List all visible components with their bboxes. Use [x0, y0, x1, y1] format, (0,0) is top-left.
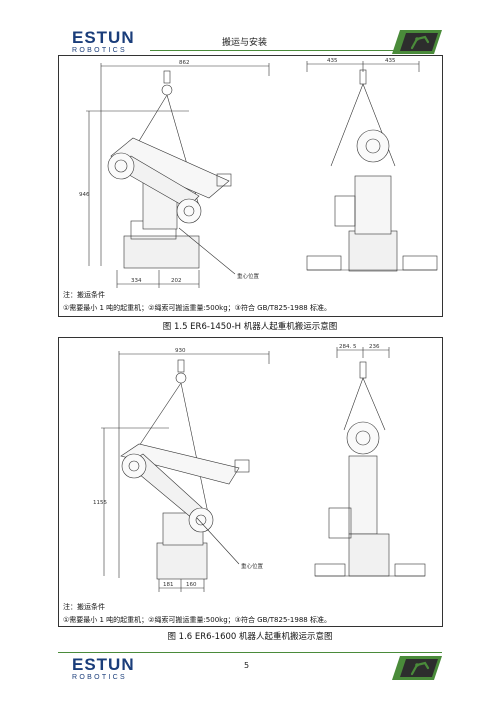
footer-logo: ESTUN ROBOTICS [72, 655, 142, 682]
robot-arm-icon [392, 656, 442, 680]
fig2-dim-height: 1155 [93, 500, 107, 506]
figure2-caption: 图 1.6 ER6-1600 机器人起重机搬运示意图 [167, 632, 333, 642]
figure2-panel: 930 1155 181 160 284. 5 236 重心位置 注：搬运条件 … [58, 337, 443, 627]
fig1-dim-base-right: 202 [171, 278, 182, 284]
fig2-dim-base-right: 160 [186, 582, 197, 588]
fig2-note-title: 注：搬运条件 [63, 603, 105, 611]
figure1-panel: 862 946 334 202 435 435 重心位置 注：搬运条件 ①需要最… [58, 55, 443, 317]
fig2-dim-side-left: 284. 5 [339, 344, 357, 350]
logo-subtitle: ROBOTICS [72, 47, 127, 54]
fig1-cog-label: 重心位置 [237, 272, 260, 280]
fig1-dim-height: 946 [79, 192, 90, 198]
footer-divider [58, 652, 442, 653]
fig2-note-text: ①需要最小 1 吨的起重机；②绳索可搬运重量:500kg；③符合 GB/T825… [63, 616, 331, 624]
fig1-dim-base-left: 334 [131, 278, 142, 284]
fig1-note-title: 注：搬运条件 [63, 291, 105, 299]
robot-arm-icon [392, 30, 442, 54]
fig1-dim-width: 862 [179, 60, 190, 66]
figure1-caption: 图 1.5 ER6-1450-H 机器人起重机搬运示意图 [162, 322, 338, 332]
fig2-dim-width: 930 [175, 348, 186, 354]
header-divider [150, 50, 396, 51]
figure1-drawing: 862 946 334 202 435 435 重心位置 [79, 58, 438, 288]
page-number: 5 [244, 661, 250, 670]
fig2-dim-base-left: 181 [163, 582, 174, 588]
logo-wordmark: ESTUN [72, 28, 135, 47]
fig1-dim-side-left: 435 [327, 58, 338, 64]
fig2-dim-side-right: 236 [369, 344, 380, 350]
fig2-cog-label: 重心位置 [241, 562, 264, 570]
logo-subtitle: ROBOTICS [72, 674, 127, 681]
header-logo: ESTUN ROBOTICS [72, 28, 142, 55]
logo-wordmark: ESTUN [72, 655, 135, 674]
figure2-drawing: 930 1155 181 160 284. 5 236 重心位置 [93, 344, 426, 592]
fig1-dim-side-right: 435 [385, 58, 396, 64]
header-title: 搬运与安装 [222, 38, 268, 48]
fig1-note-text: ①需要最小 1 吨的起重机；②绳索可搬运重量:500kg；③符合 GB/T825… [63, 304, 331, 312]
